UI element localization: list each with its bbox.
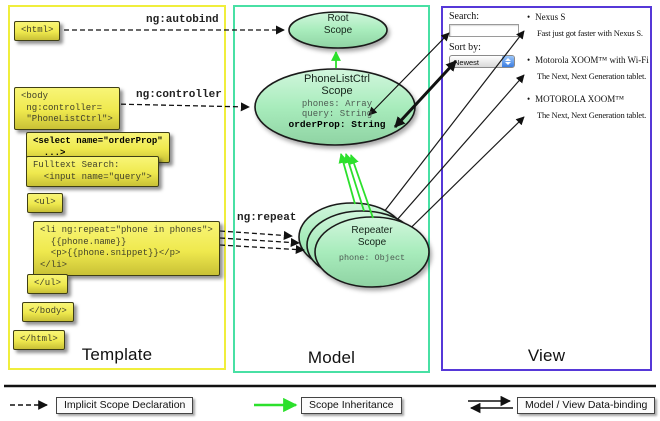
list-item: • MOTOROLA XOOM™ The Next, Next Generatio…: [527, 94, 647, 120]
model-panel: Model: [233, 5, 430, 373]
legend-data-binding: Model / View Data-binding: [517, 397, 656, 414]
repeater-scope-label: Repeater Scope: [351, 225, 393, 248]
code-fulltext-search: Fulltext Search: <input name="query">: [26, 156, 159, 188]
root-scope-label: Root Scope: [323, 13, 353, 36]
sort-by-value: Newest: [454, 58, 480, 67]
repeater-prop-phone: phone: Object: [338, 253, 406, 263]
phonelistctrl-scope-label: PhoneListCtrl Scope: [303, 73, 371, 98]
sort-by-label: Sort by:: [449, 42, 481, 53]
code-li-repeat: <li ng:repeat="phone in phones"> {{phone…: [33, 221, 220, 276]
legend-double-arrow-icon: [468, 395, 513, 414]
search-label: Search:: [449, 11, 479, 22]
list-item: • Motorola XOOM™ with Wi-Fi The Next, Nex…: [527, 55, 649, 81]
bullet-icon: •: [527, 12, 531, 22]
bullet-icon: •: [527, 94, 531, 104]
phone-snippet: The Next, Next Generation tablet.: [537, 110, 647, 120]
phonelistctrl-prop-phones: phones: Array: [301, 99, 373, 109]
model-panel-label: Model: [307, 348, 356, 367]
code-body-open: <body ng:controller= "PhoneListCtrl">: [14, 87, 120, 131]
sort-by-select[interactable]: Newest: [449, 55, 515, 68]
phone-snippet: Fast just got faster with Nexus S.: [537, 28, 643, 38]
view-panel-label: View: [527, 346, 566, 365]
legend-implicit-scope: Implicit Scope Declaration: [56, 397, 194, 414]
phone-name: Nexus S: [535, 12, 566, 22]
select-stepper-icon: [502, 56, 514, 67]
code-html-close: </html>: [13, 330, 65, 350]
phonelistctrl-prop-orderprop: orderProp: String: [288, 119, 386, 130]
ng-repeat-label: ng:repeat: [237, 212, 297, 224]
phone-name: MOTOROLA XOOM™: [535, 94, 625, 104]
code-ul-open: <ul>: [27, 193, 63, 213]
legend-scope-inheritance: Scope Inheritance: [301, 397, 402, 414]
phone-snippet: The Next, Next Generation tablet.: [537, 71, 647, 81]
ng-autobind-label: ng:autobind: [146, 14, 219, 26]
ng-controller-label: ng:controller: [136, 89, 222, 101]
search-input[interactable]: [449, 24, 519, 37]
phone-name: Motorola XOOM™ with Wi-Fi: [535, 55, 649, 65]
bullet-icon: •: [527, 55, 531, 65]
code-body-close: </body>: [22, 302, 74, 322]
template-panel-label: Template: [81, 345, 153, 364]
code-ul-close: </ul>: [27, 274, 69, 294]
phonelistctrl-prop-query: query: String: [301, 109, 373, 119]
list-item: • Nexus S Fast just got faster with Nexus…: [527, 12, 645, 38]
code-html-open: <html>: [14, 21, 61, 41]
